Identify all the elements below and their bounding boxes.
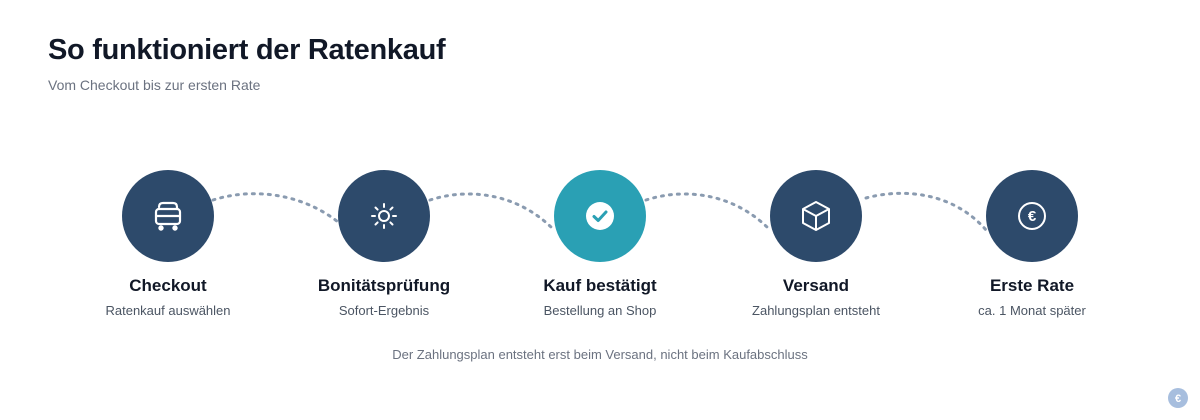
step-sub: ca. 1 Monat später xyxy=(978,303,1086,318)
sun-icon xyxy=(371,203,397,229)
step-sub: Sofort-Ergebnis xyxy=(338,303,430,318)
cart-icon xyxy=(154,201,182,231)
euro-icon: € xyxy=(1018,202,1046,230)
step-label: Kauf bestätigt xyxy=(543,276,657,295)
connector-1 xyxy=(211,192,340,224)
step-sub: Ratenkauf auswählen xyxy=(105,303,231,318)
connector-2 xyxy=(428,192,556,232)
corner-badge: € xyxy=(1168,388,1188,408)
step-erste-rate: € Erste Rate ca. 1 Monat später xyxy=(942,170,1122,318)
svg-text:€: € xyxy=(1028,208,1037,225)
page-title: So funktioniert der Ratenkauf xyxy=(48,34,446,66)
svg-text:€: € xyxy=(1175,393,1181,405)
step-sub: Bestellung an Shop xyxy=(543,303,657,318)
step-label: Versand xyxy=(782,276,850,295)
step-label: Checkout xyxy=(129,276,207,295)
connector-3 xyxy=(644,192,772,232)
step-circle xyxy=(554,170,646,262)
step-sub: Zahlungsplan entsteht xyxy=(752,303,880,318)
step-checkout: Checkout Ratenkauf auswählen xyxy=(78,170,258,318)
step-label: Erste Rate xyxy=(989,276,1075,295)
step-kauf-bestaetigt: Kauf bestätigt Bestellung an Shop xyxy=(510,170,690,318)
step-label: Bonitätsprüfung xyxy=(317,276,451,295)
step-versand: Versand Zahlungsplan entsteht xyxy=(726,170,906,318)
check-icon xyxy=(586,202,614,230)
footnote: Der Zahlungsplan entsteht erst beim Vers… xyxy=(392,347,808,362)
connector-4 xyxy=(864,191,988,232)
step-circle xyxy=(122,170,214,262)
step-circle xyxy=(338,170,430,262)
step-circle xyxy=(770,170,862,262)
step-circle: € xyxy=(986,170,1078,262)
box-icon xyxy=(802,201,830,231)
step-bonitaetspruefung: Bonitätsprüfung Sofort-Ergebnis xyxy=(294,170,474,318)
euro-icon: € xyxy=(1175,393,1181,405)
page-subtitle: Vom Checkout bis zur ersten Rate xyxy=(48,77,261,93)
